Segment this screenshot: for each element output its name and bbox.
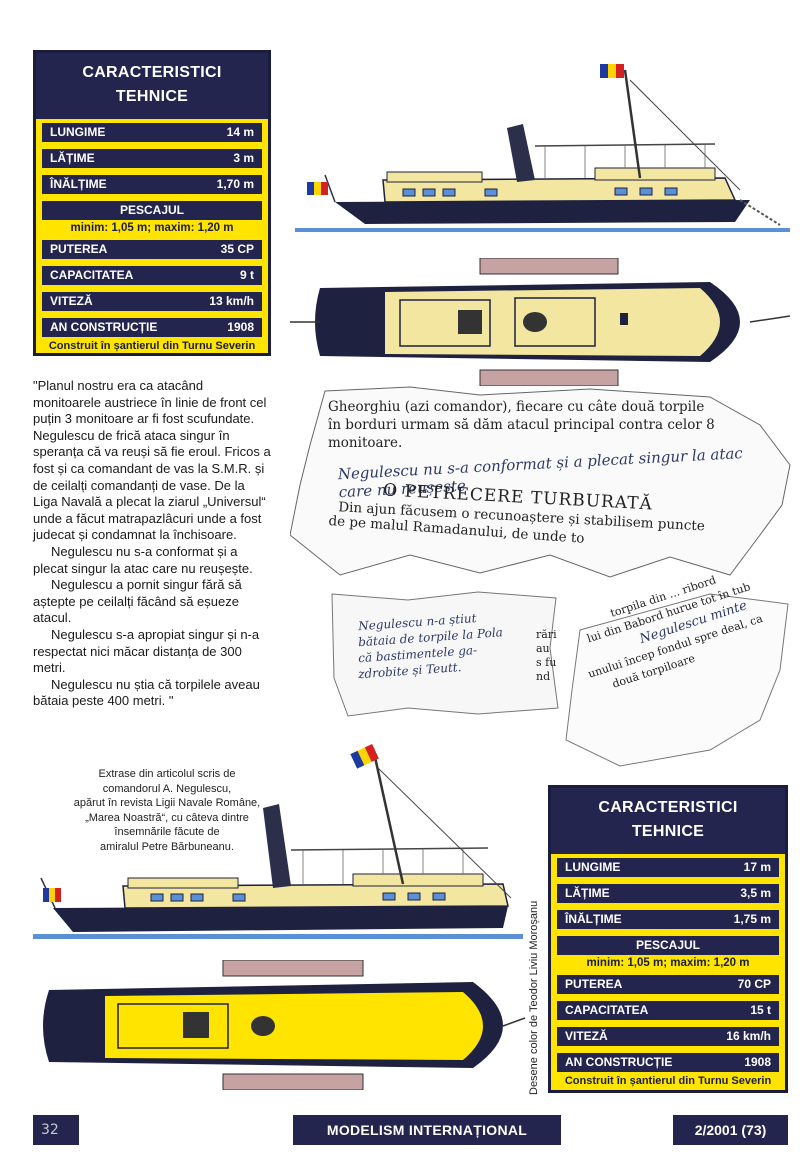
spec-pescaj-value: minim: 1,05 m; maxim: 1,20 m <box>70 222 234 234</box>
clipping-2-paper <box>331 591 559 717</box>
spec-pescaj-label: PESCAJUL <box>557 936 779 955</box>
publication-title: MODELISM INTERNAȚIONAL <box>293 1115 561 1145</box>
handwritten-clipping-2: Negulescu n-a știut bătaia de torpile la… <box>357 611 504 682</box>
article-paragraph-3: Negulescu a pornit singur fără să aștept… <box>33 577 242 626</box>
illustration-credit: Desene color de Teodor Liviu Moroșanu <box>528 900 540 1095</box>
article-paragraph-1: "Planul nostru era ca atacând monitoarel… <box>33 378 271 543</box>
page-number: 32 <box>33 1115 79 1145</box>
clipping-3-paper <box>565 593 789 767</box>
spec-pescaj-value: minim: 1,05 m; maxim: 1,20 m <box>586 957 750 969</box>
article-paragraph-4: Negulescu s-a apropiat singur și n-a res… <box>33 626 260 676</box>
ship-1-top-view <box>290 258 791 386</box>
ship-1-side-view <box>295 64 790 232</box>
clipping-2-side-text: rări au s fund <box>536 628 557 683</box>
spec-box-top-footer: Construit în șantierul din Turnu Severin <box>48 340 256 352</box>
image-caption: Extrase din articolul scris de comandoru… <box>73 768 261 853</box>
page-footer: 32 MODELISM INTERNAȚIONAL 2/2001 (73) <box>33 1115 788 1145</box>
spec-pescaj-label: PESCAJUL <box>42 201 262 220</box>
article-paragraph-5: Negulescu nu știa că torpilele aveau băt… <box>33 676 260 709</box>
newspaper-clipping-1: Gheorghiu (azi comandor), fiecare cu cât… <box>328 398 788 547</box>
article-paragraph-2: Negulescu nu s-a conformat și a plecat s… <box>33 543 253 576</box>
article-text: "Planul nostru era ca atacând monitoarel… <box>33 378 271 710</box>
ship-2-side-view <box>33 743 523 939</box>
clipping-1-paper <box>290 386 791 578</box>
ship-2-top-view <box>43 960 526 1090</box>
issue-number: 2/2001 (73) <box>673 1115 788 1145</box>
spec-box-top-title: CARACTERISTICI TEHNICE <box>36 53 268 119</box>
spec-box-bottom-title: CARACTERISTICI TEHNICE <box>551 788 785 854</box>
spec-box-bottom-footer: Construit în șantierul din Turnu Severin <box>564 1075 772 1087</box>
